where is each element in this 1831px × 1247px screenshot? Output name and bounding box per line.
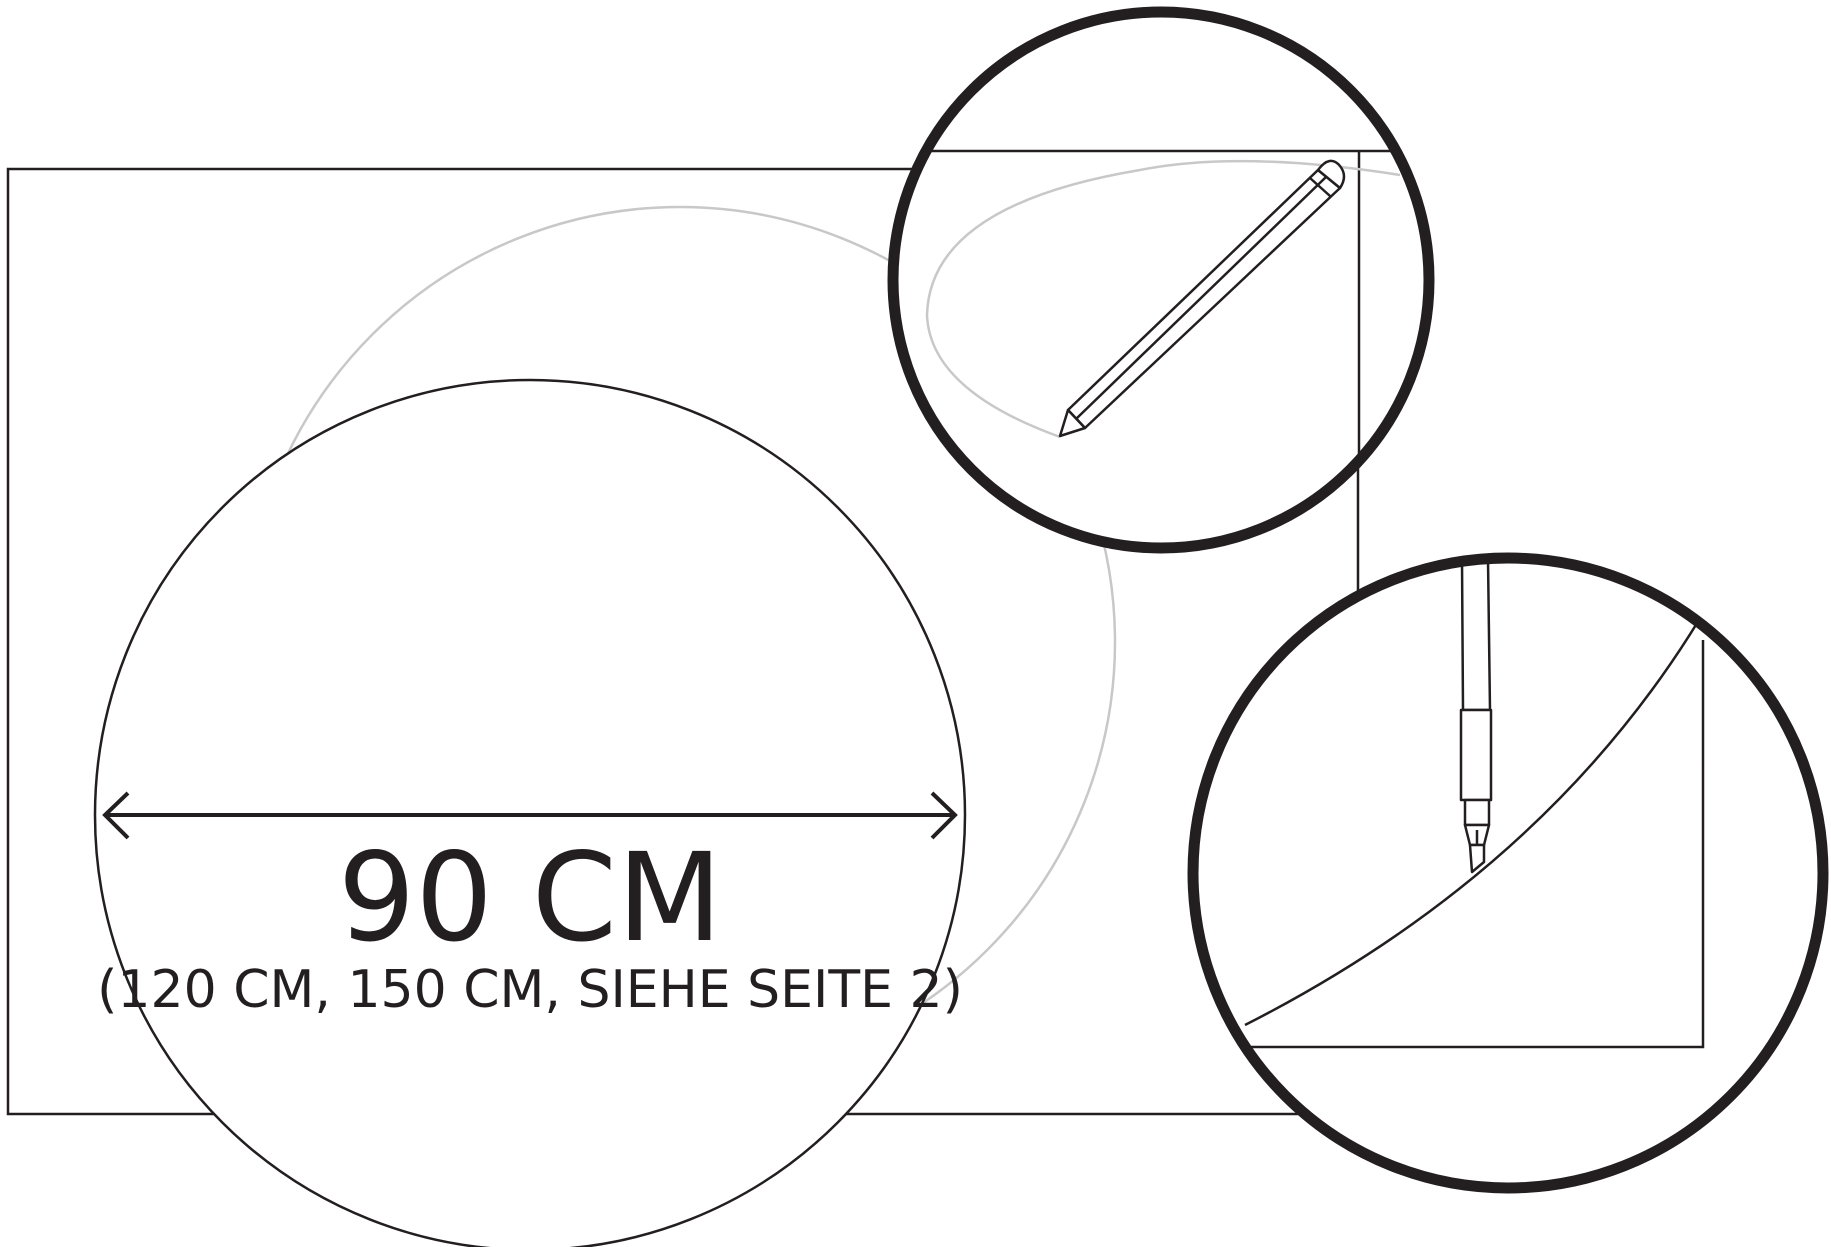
diameter-label: 90 CM (338, 827, 722, 969)
pencil-icon (1058, 159, 1346, 438)
double-arrow-icon (102, 791, 958, 840)
detail-circle-marker (1187, 552, 1829, 1194)
detail-circle-pencil (887, 6, 1435, 554)
marker-pen-icon (1459, 558, 1493, 874)
alternative-sizes-label: (120 CM, 150 CM, SIEHE SEITE 2) (97, 960, 963, 1020)
